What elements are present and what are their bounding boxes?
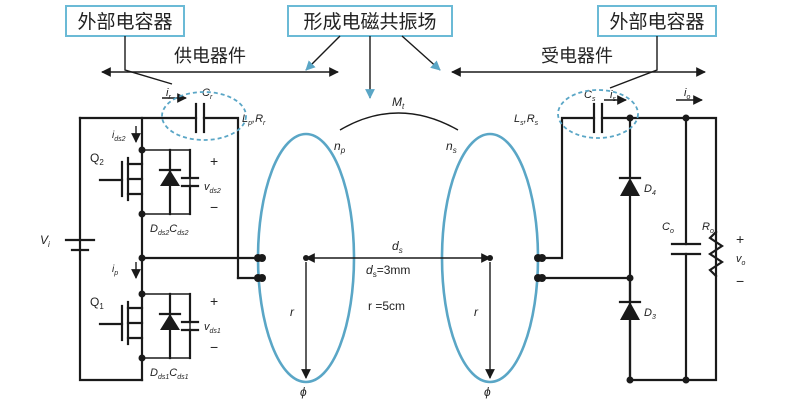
resistor-ro	[708, 230, 724, 278]
label-r-right: r	[474, 305, 479, 319]
mosfet-q2	[98, 148, 200, 216]
minus-vo: −	[736, 273, 744, 289]
plus-vo: +	[736, 231, 744, 247]
diode-d4	[620, 178, 640, 196]
label-q1: Q1	[90, 295, 104, 311]
callout-center-pointer-left	[305, 35, 341, 71]
label-ns: ns	[446, 139, 457, 155]
label-is: is	[610, 89, 616, 103]
section-supply: 供电器件	[174, 46, 246, 67]
secondary-circuit: Ls,Rs Cs is io D4 D3 Co Ro + vo −	[514, 87, 746, 384]
label-io: io	[684, 87, 690, 101]
callout-center: 形成电磁共振场	[287, 5, 453, 37]
callout-center-pointer-right	[401, 35, 441, 71]
label-ro: Ro	[702, 221, 714, 235]
callout-ellipse-left	[161, 91, 247, 141]
callout-right-pointer	[609, 36, 658, 89]
callout-left: 外部电容器	[65, 5, 185, 37]
mutual-arc	[339, 112, 459, 131]
section-receive: 受电器件	[541, 46, 613, 67]
label-ir: ir	[166, 87, 171, 101]
label-ids2: ids2	[112, 130, 126, 143]
plus-vds1: +	[210, 293, 218, 309]
label-ds-value: ds=3mm	[366, 263, 410, 279]
label-vi: Vi	[40, 233, 50, 249]
callout-right: 外部电容器	[597, 5, 717, 37]
label-dds2-cds2: Dds2Cds2	[150, 223, 189, 237]
callout-left-pointer	[124, 36, 173, 85]
callout-left-text: 外部电容器	[77, 11, 172, 33]
label-vds1: vds1	[204, 321, 221, 335]
label-ls-rs: Ls,Rs	[514, 113, 539, 127]
label-r-left: r	[290, 305, 295, 319]
label-lp-rr: Lp,Rr	[242, 113, 266, 127]
label-d3: D3	[644, 307, 656, 321]
callout-right-text: 外部电容器	[609, 11, 704, 33]
label-co: Co	[662, 221, 674, 235]
label-np: np	[334, 139, 346, 155]
label-dds1-cds1: Dds1Cds1	[150, 367, 189, 381]
label-cs: Cs	[584, 89, 596, 103]
label-vds2: vds2	[204, 181, 221, 195]
label-d4: D4	[644, 183, 656, 197]
callout-ellipse-right	[557, 89, 639, 139]
label-phi-right: ϕ	[484, 385, 491, 399]
plus-vds2: +	[210, 153, 218, 169]
callout-center-text: 形成电磁共振场	[303, 11, 436, 33]
label-r-value: r =5cm	[368, 299, 405, 313]
primary-circuit: Vi ir Cr Lp,Rr ids2 ip Q2 Q1 + vds2 − + …	[40, 87, 266, 382]
label-vo: vo	[736, 253, 746, 267]
mosfet-q1	[98, 292, 200, 360]
diode-d3	[620, 302, 640, 320]
label-q2: Q2	[90, 151, 104, 167]
coupling-region: Mt np ns ds ds=3mm r =5cm r r ϕ ϕ	[254, 95, 542, 399]
label-ip: ip	[112, 264, 118, 277]
label-ds: ds	[392, 239, 403, 255]
minus-vds2: −	[210, 199, 218, 215]
label-phi-left: ϕ	[300, 385, 307, 399]
label-cr: Cr	[202, 87, 213, 101]
label-mt: Mt	[392, 95, 405, 111]
minus-vds1: −	[210, 339, 218, 355]
